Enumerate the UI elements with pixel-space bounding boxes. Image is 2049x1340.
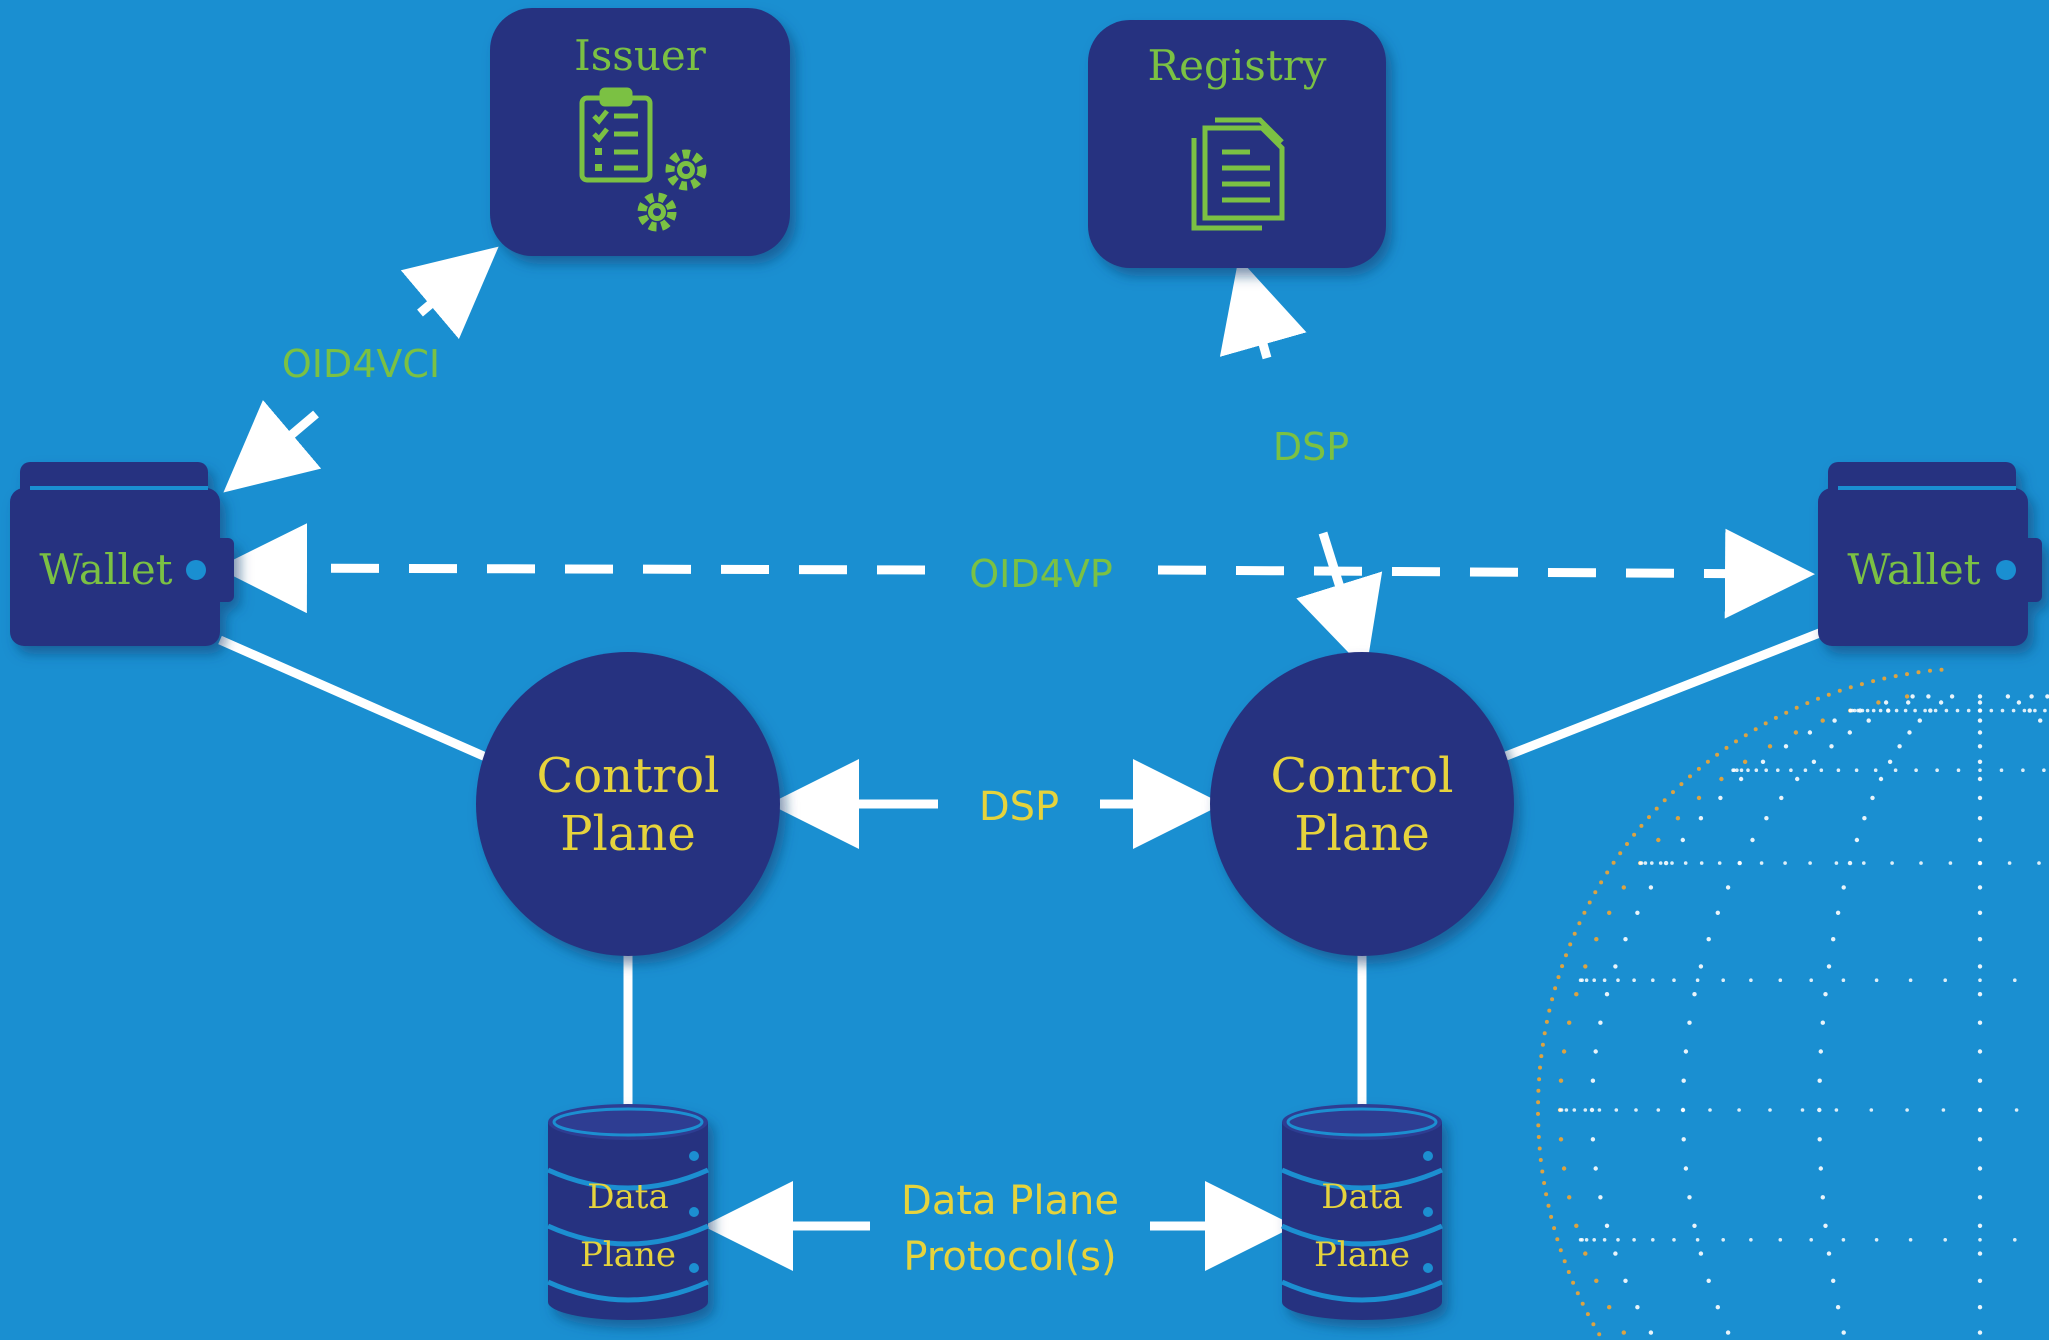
data-plane-protocol-label-line1: Data Plane [901,1178,1119,1224]
wallet-right-to-control-right-line [1504,627,1824,761]
data-plane-right-node [1280,1104,1444,1320]
clipboard-gears-icon [579,87,707,232]
control-plane-left-node [476,652,780,956]
dsp-registry-label: DSP [1273,425,1349,469]
control-plane-right-line1: Control [1270,748,1453,804]
data-plane-left-node [546,1104,710,1320]
data-plane-left-line2: Plane [580,1235,676,1275]
wallet-left-node [10,462,234,646]
data-plane-protocol-label-line2: Protocol(s) [903,1234,1116,1280]
control-plane-left-line1: Control [536,748,719,804]
wallet-left-to-control-left-line [218,635,490,763]
wallet-left-clasp-icon [186,560,206,580]
issuer-node [490,8,790,256]
data-plane-right-line1: Data [1321,1177,1402,1217]
dsp-control-label: DSP [979,784,1059,830]
connector-lines [218,627,1824,1118]
dsp-arrow-to-control-right [1296,531,1383,671]
dotted-globe-decoration [1536,667,2049,1337]
oid4vp-dashed-left [217,523,926,614]
registry-node [1088,20,1386,268]
oid4vci-label: OID4VCI [282,342,440,386]
wallet-right-label: Wallet [1847,545,1980,594]
documents-icon [1191,117,1285,231]
dsp-arrow-to-registry [1219,258,1307,360]
oid4vci-arrow-to-wallet [223,399,322,493]
protocol-arrows [217,246,1815,1271]
data-plane-left-line1: Data [587,1177,668,1217]
registry-label: Registry [1147,41,1326,90]
oid4vci-arrow-to-issuer [400,246,499,340]
oid4vp-dashed-right [1157,528,1815,619]
data-plane-right-line2: Plane [1314,1235,1410,1275]
control-plane-right-node [1210,652,1514,956]
control-plane-right-line2: Plane [1294,806,1430,862]
oid4vp-label: OID4VP [969,552,1112,596]
control-plane-left-line2: Plane [560,806,696,862]
wallet-left-label: Wallet [39,545,172,594]
wallet-right-clasp-icon [1996,560,2016,580]
issuer-label: Issuer [574,31,707,80]
wallet-right-node [1818,462,2042,646]
